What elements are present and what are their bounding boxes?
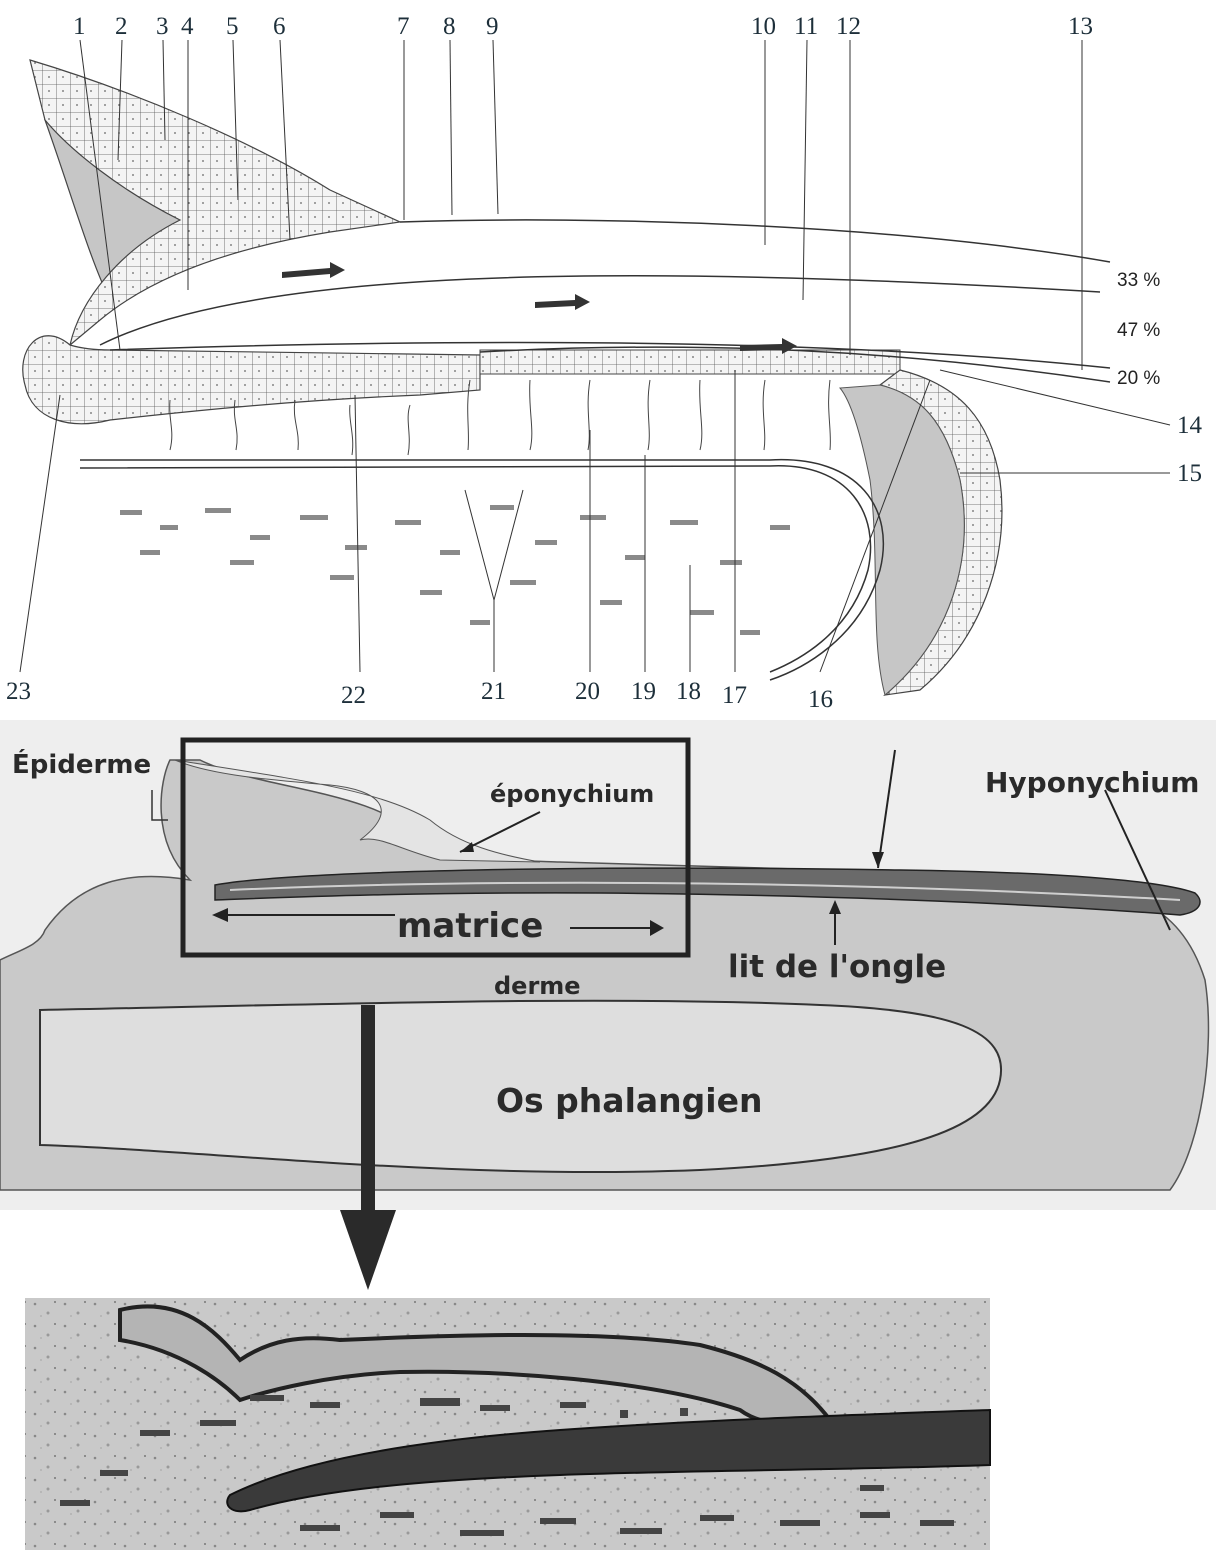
label-10: 10 bbox=[751, 13, 776, 40]
histology-section bbox=[25, 1298, 990, 1550]
label-15: 15 bbox=[1177, 460, 1202, 487]
label-14: 14 bbox=[1177, 412, 1203, 439]
label-13: 13 bbox=[1068, 13, 1093, 40]
label-23: 23 bbox=[6, 678, 31, 705]
label-11: 11 bbox=[794, 13, 818, 40]
label-2: 2 bbox=[115, 13, 128, 40]
percent-intermediate: 47 % bbox=[1117, 320, 1160, 341]
phalanx-outline-inner bbox=[80, 466, 871, 672]
label-7: 7 bbox=[397, 13, 410, 40]
label-epiderme: Épiderme bbox=[12, 748, 151, 780]
label-12: 12 bbox=[836, 13, 861, 40]
phalanx-outline bbox=[80, 460, 883, 680]
label-os-phalangien: Os phalangien bbox=[496, 1081, 762, 1120]
label-3: 3 bbox=[156, 13, 169, 40]
label-19: 19 bbox=[631, 678, 656, 705]
label-lit-de-l-ongle: lit de l'ongle bbox=[728, 949, 946, 985]
label-4: 4 bbox=[181, 13, 194, 40]
label-6: 6 bbox=[273, 13, 286, 40]
label-1: 1 bbox=[73, 13, 86, 40]
label-21: 21 bbox=[481, 678, 506, 705]
label-16: 16 bbox=[808, 686, 833, 713]
label-5: 5 bbox=[226, 13, 239, 40]
label-9: 9 bbox=[486, 13, 499, 40]
nail-plate-intermediate bbox=[100, 276, 1100, 345]
label-matrice: matrice bbox=[397, 906, 543, 946]
label-22: 22 bbox=[341, 682, 366, 709]
label-derme: derme bbox=[494, 972, 581, 1000]
label-17: 17 bbox=[722, 682, 747, 709]
matrix-loop bbox=[23, 336, 480, 424]
label-18: 18 bbox=[676, 678, 701, 705]
label-eponychium: éponychium bbox=[490, 780, 654, 808]
nail-bed-strip bbox=[480, 350, 900, 374]
label-8: 8 bbox=[443, 13, 456, 40]
growth-arrow-1 bbox=[282, 262, 345, 278]
label-20: 20 bbox=[575, 678, 600, 705]
percent-ventral: 20 % bbox=[1117, 368, 1160, 389]
top-diagram bbox=[20, 40, 1170, 695]
label-hyponychium: Hyponychium bbox=[985, 766, 1199, 799]
nail-plate-dorsal bbox=[400, 220, 1110, 262]
layer-percentages: 33 % 47 % 20 % bbox=[1117, 270, 1160, 389]
growth-arrow-2 bbox=[535, 294, 590, 310]
percent-dorsal: 33 % bbox=[1117, 270, 1160, 291]
